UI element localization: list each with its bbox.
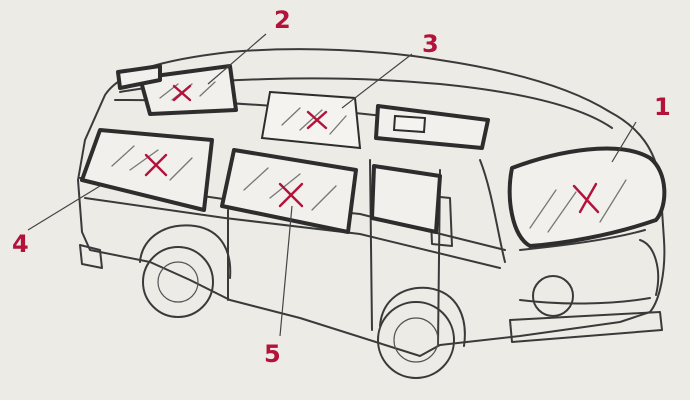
window-rear-roof (138, 64, 238, 116)
leader-1 (611, 121, 637, 163)
callout-number-5: 5 (264, 340, 281, 368)
leader-3 (341, 53, 413, 109)
leader-5 (279, 205, 293, 337)
window-mid-roof (260, 90, 362, 150)
callout-number-4: 4 (12, 230, 29, 258)
leader-2 (207, 33, 267, 85)
window-rear-roof-small (116, 64, 162, 90)
roof-vent (374, 104, 490, 150)
callout-number-3: 3 (422, 30, 439, 58)
window-front-side (370, 164, 442, 234)
callout-number-2: 2 (274, 6, 291, 34)
callout-number-1: 1 (654, 93, 671, 121)
window-rear-side (80, 128, 214, 212)
leader-4 (27, 185, 101, 231)
window-windscreen (507, 146, 667, 248)
window-middle-side (220, 148, 358, 234)
